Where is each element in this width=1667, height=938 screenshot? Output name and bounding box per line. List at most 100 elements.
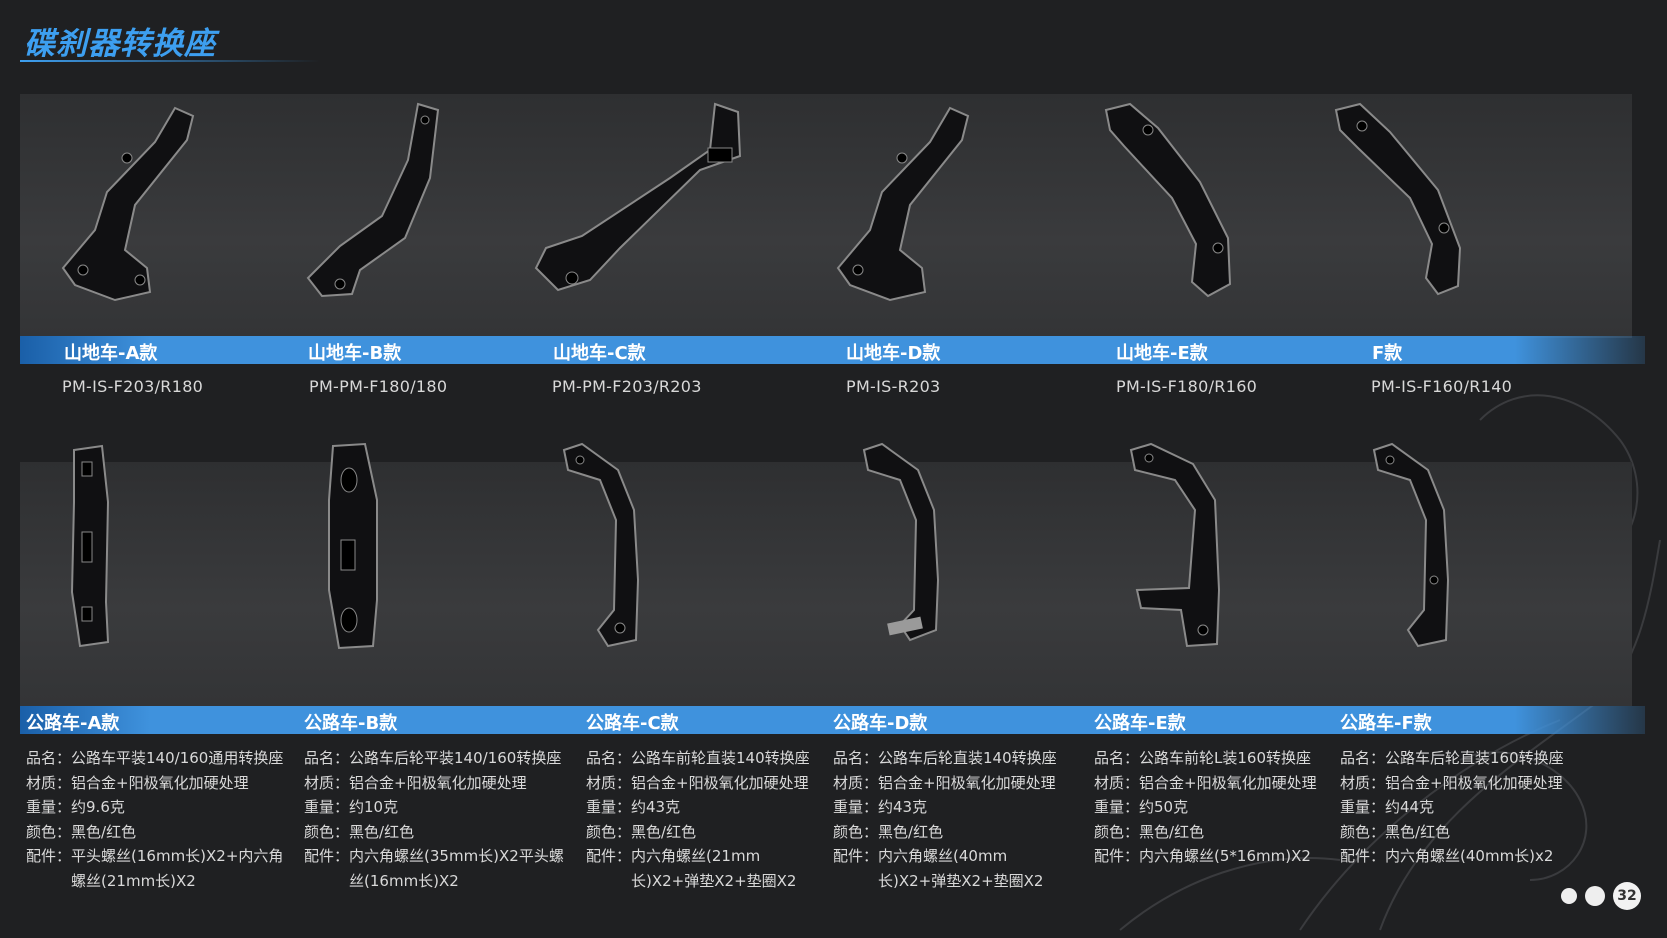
page-number: 32 xyxy=(1613,882,1641,910)
spec-key: 材质： xyxy=(833,773,879,792)
product-image-road-b xyxy=(328,442,378,650)
spec-row: 重量：约9.6克 xyxy=(26,795,291,820)
spec-row: 配件：内六角螺丝(35mm长)X2平头螺丝(16mm长)X2 xyxy=(304,844,569,893)
spec-key: 重量： xyxy=(586,798,632,816)
spec-value: 铝合金+阳极氧化加硬处理 xyxy=(1385,773,1563,792)
spec-row: 颜色：黑色/红色 xyxy=(1094,820,1317,845)
spec-key: 品名： xyxy=(586,749,632,767)
product-code-mtb-a: PM-IS-F203/R180 xyxy=(62,377,204,396)
spec-row: 重量：约50克 xyxy=(1094,795,1317,820)
spec-row: 品名：公路车前轮直装140转换座 xyxy=(586,746,811,771)
product-image-road-a xyxy=(70,444,110,648)
top-label-band xyxy=(20,336,1645,364)
spec-value: 公路车平装140/160通用转换座 xyxy=(71,749,284,767)
spec-value: 公路车后轮直装140转换座 xyxy=(878,749,1057,767)
spec-list-road-d: 品名：公路车后轮直装140转换座 材质：铝合金+阳极氧化加硬处理 重量：约43克… xyxy=(833,746,1058,893)
spec-row: 重量：约43克 xyxy=(586,795,811,820)
spec-key: 品名： xyxy=(1340,749,1386,767)
spec-value: 黑色/红色 xyxy=(631,822,697,841)
spec-row: 品名：公路车后轮直装160转换座 xyxy=(1340,746,1564,771)
spec-key: 重量： xyxy=(304,798,350,816)
spec-list-road-b: 品名：公路车后轮平装140/160转换座 材质：铝合金+阳极氧化加硬处理 重量：… xyxy=(304,746,569,893)
spec-row: 品名：公路车后轮平装140/160转换座 xyxy=(304,746,569,771)
product-image-road-e xyxy=(1129,442,1221,648)
spec-value: 内六角螺丝(21mm长)X2+弹垫X2+垫圈X2 xyxy=(631,847,797,890)
spec-value: 黑色/红色 xyxy=(1385,822,1451,841)
product-image-mtb-d xyxy=(836,106,970,302)
spec-value: 内六角螺丝(5*16mm)X2 xyxy=(1139,847,1311,865)
product-image-road-d xyxy=(862,442,940,642)
product-code-f: PM-IS-F160/R140 xyxy=(1371,377,1513,396)
spec-key: 重量： xyxy=(1340,798,1386,816)
spec-key: 材质： xyxy=(304,773,350,792)
spec-key: 重量： xyxy=(833,798,879,816)
spec-key: 配件： xyxy=(833,847,879,865)
spec-value: 铝合金+阳极氧化加硬处理 xyxy=(878,773,1056,792)
spec-row: 重量：约44克 xyxy=(1340,795,1564,820)
spec-row: 材质：铝合金+阳极氧化加硬处理 xyxy=(304,771,569,796)
product-image-road-c xyxy=(562,442,640,648)
product-image-mtb-e xyxy=(1104,102,1232,298)
spec-row: 品名：公路车后轮直装140转换座 xyxy=(833,746,1058,771)
page-dot xyxy=(1585,886,1605,906)
spec-key: 品名： xyxy=(26,749,72,767)
spec-value: 黑色/红色 xyxy=(349,822,415,841)
product-code-mtb-b: PM-PM-F180/180 xyxy=(309,377,448,396)
spec-row: 颜色：黑色/红色 xyxy=(26,820,291,845)
spec-key: 颜色： xyxy=(304,822,350,841)
spec-key: 品名： xyxy=(833,749,879,767)
spec-value: 铝合金+阳极氧化加硬处理 xyxy=(71,773,249,792)
product-label-mtb-a: 山地车-A款 xyxy=(64,343,158,364)
spec-value: 铝合金+阳极氧化加硬处理 xyxy=(1139,773,1317,792)
spec-row: 重量：约43克 xyxy=(833,795,1058,820)
spec-row: 材质：铝合金+阳极氧化加硬处理 xyxy=(833,771,1058,796)
spec-key: 配件： xyxy=(26,847,72,865)
product-image-mtb-b xyxy=(306,102,440,298)
bottom-product-panel xyxy=(20,462,1632,706)
spec-key: 配件： xyxy=(1340,847,1386,865)
spec-row: 配件：内六角螺丝(21mm长)X2+弹垫X2+垫圈X2 xyxy=(586,844,811,893)
page-title: 碟刹器转换座 xyxy=(24,26,216,62)
spec-value: 黑色/红色 xyxy=(1139,822,1205,841)
spec-value: 平头螺丝(16mm长)X2+内六角螺丝(21mm长)X2 xyxy=(71,847,284,890)
product-label-mtb-b: 山地车-B款 xyxy=(308,343,402,364)
page-dot xyxy=(1561,888,1577,904)
spec-key: 品名： xyxy=(304,749,350,767)
spec-value: 公路车前轮L装160转换座 xyxy=(1139,749,1312,767)
spec-value: 铝合金+阳极氧化加硬处理 xyxy=(631,773,809,792)
product-label-road-c: 公路车-C款 xyxy=(586,713,679,734)
spec-row: 配件：内六角螺丝(5*16mm)X2 xyxy=(1094,844,1317,869)
spec-key: 重量： xyxy=(26,798,72,816)
product-label-road-a: 公路车-A款 xyxy=(26,713,120,734)
spec-row: 配件：内六角螺丝(40mm长)X2+弹垫X2+垫圈X2 xyxy=(833,844,1058,893)
spec-list-road-e: 品名：公路车前轮L装160转换座 材质：铝合金+阳极氧化加硬处理 重量：约50克… xyxy=(1094,746,1317,869)
product-label-mtb-c: 山地车-C款 xyxy=(553,343,646,364)
spec-row: 配件：平头螺丝(16mm长)X2+内六角螺丝(21mm长)X2 xyxy=(26,844,291,893)
bottom-label-band xyxy=(20,706,1645,734)
spec-key: 材质： xyxy=(586,773,632,792)
spec-value: 黑色/红色 xyxy=(878,822,944,841)
product-image-mtb-f xyxy=(1334,102,1462,296)
product-image-mtb-c xyxy=(534,102,742,292)
product-label-mtb-d: 山地车-D款 xyxy=(846,343,941,364)
spec-key: 材质： xyxy=(26,773,72,792)
spec-list-road-c: 品名：公路车前轮直装140转换座 材质：铝合金+阳极氧化加硬处理 重量：约43克… xyxy=(586,746,811,893)
spec-row: 颜色：黑色/红色 xyxy=(1340,820,1564,845)
spec-row: 重量：约10克 xyxy=(304,795,569,820)
product-label-mtb-e: 山地车-E款 xyxy=(1116,343,1208,364)
spec-list-road-a: 品名：公路车平装140/160通用转换座 材质：铝合金+阳极氧化加硬处理 重量：… xyxy=(26,746,291,893)
spec-value: 铝合金+阳极氧化加硬处理 xyxy=(349,773,527,792)
spec-row: 颜色：黑色/红色 xyxy=(833,820,1058,845)
spec-row: 配件：内六角螺丝(40mm长)x2 xyxy=(1340,844,1564,869)
page-indicator: 32 xyxy=(1561,882,1641,910)
spec-value: 约43克 xyxy=(878,798,928,816)
spec-key: 品名： xyxy=(1094,749,1140,767)
product-label-road-e: 公路车-E款 xyxy=(1094,713,1186,734)
spec-value: 公路车前轮直装140转换座 xyxy=(631,749,810,767)
spec-key: 材质： xyxy=(1340,773,1386,792)
spec-value: 黑色/红色 xyxy=(71,822,137,841)
spec-row: 颜色：黑色/红色 xyxy=(586,820,811,845)
product-label-f: F款 xyxy=(1372,343,1403,364)
spec-value: 内六角螺丝(35mm长)X2平头螺丝(16mm长)X2 xyxy=(349,847,564,890)
spec-value: 约10克 xyxy=(349,798,399,816)
